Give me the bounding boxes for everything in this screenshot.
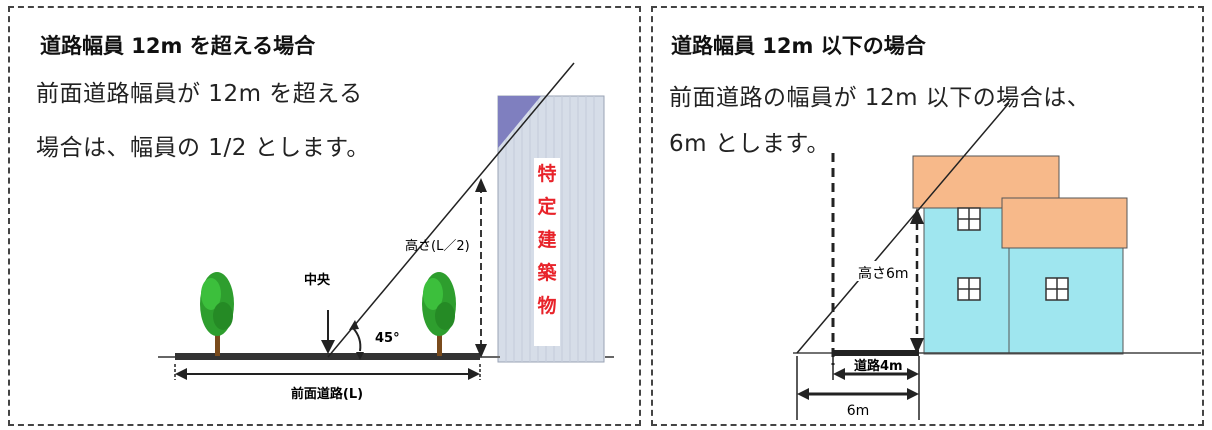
right-panel-text-line2: 6m とします。: [669, 131, 831, 157]
road-label: 道路4m: [854, 358, 903, 374]
building-cut-corner: [498, 96, 541, 148]
building-label-char-1: 特: [537, 163, 556, 185]
center-label: 中央: [304, 272, 331, 288]
distance-label: 6m: [847, 403, 870, 419]
house-icon: [912, 155, 1128, 355]
building-label-box: [534, 158, 560, 346]
road-label: 前面道路(L): [291, 386, 363, 402]
left-diagram: 特 定 建 築 物 中央: [158, 62, 614, 402]
building-label-char-4: 築: [536, 261, 557, 284]
window-icon: [957, 207, 1069, 301]
right-panel-title: 道路幅員 12m 以下の場合: [671, 34, 926, 58]
setback-slope-line: [327, 62, 575, 358]
building-label-char-5: 物: [537, 294, 556, 317]
angle-label: 45°: [375, 331, 400, 346]
right-panel-text-line1: 前面道路の幅員が 12m 以下の場合は、: [669, 85, 1091, 111]
height-label: 高さ6m: [858, 265, 909, 282]
specified-building: [497, 95, 605, 363]
building-label-char-3: 建: [537, 228, 556, 251]
angle-arrow-icon: [349, 320, 359, 330]
tree-icon: [200, 272, 234, 356]
left-panel: 道路幅員 12m を超える場合 前面道路幅員が 12m を超える 場合は、幅員の…: [8, 6, 641, 426]
left-panel-text-line1: 前面道路幅員が 12m を超える: [36, 81, 363, 107]
right-diagram: 高さ6m 道路4m 6m: [793, 102, 1201, 420]
center-arrow-icon: [321, 340, 335, 354]
height-label: 高さ(L／2): [405, 238, 470, 254]
left-panel-title: 道路幅員 12m を超える場合: [40, 34, 316, 58]
right-panel: 高さ6m 道路4m 6m 道路幅員 12m 以下の場合 前面道路の幅員が 12m…: [651, 6, 1204, 426]
left-panel-text-line2: 場合は、幅員の 1/2 とします。: [36, 135, 370, 161]
road-surface: [833, 350, 919, 356]
tree-icon: [422, 272, 456, 356]
building-label-char-2: 定: [537, 195, 556, 218]
